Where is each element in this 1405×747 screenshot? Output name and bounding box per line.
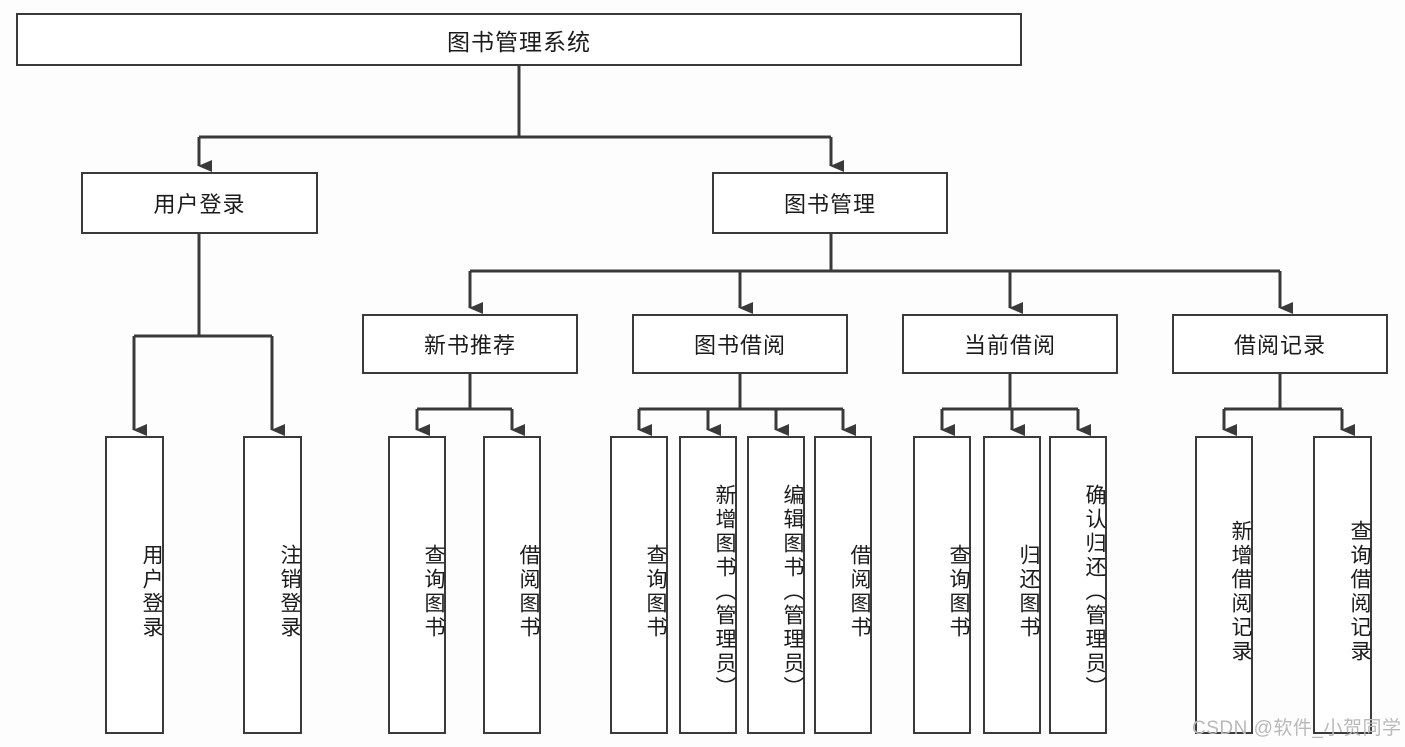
node-root-label: 图书管理系统 — [447, 28, 591, 55]
node-leaf-query-book-1-label: 查询图书 — [422, 544, 445, 640]
node-leaf-query-record[interactable]: 查询借阅记录 — [1313, 436, 1372, 734]
node-leaf-confirm-return[interactable]: 确认归还（管理员） — [1049, 436, 1107, 734]
node-root[interactable]: 图书管理系统 — [16, 13, 1022, 66]
node-leaf-return-book-label: 归还图书 — [1017, 544, 1040, 640]
node-book-borrow[interactable]: 图书借阅 — [632, 314, 848, 374]
node-book-manage[interactable]: 图书管理 — [712, 172, 948, 234]
node-current-borrow-label: 当前借阅 — [963, 333, 1056, 358]
node-leaf-query-book-3-label: 查询图书 — [947, 544, 970, 640]
node-leaf-return-book[interactable]: 归还图书 — [983, 436, 1041, 734]
node-leaf-add-record-label: 新增借阅记录 — [1229, 520, 1252, 664]
node-book-borrow-label: 图书借阅 — [693, 333, 786, 358]
node-current-borrow[interactable]: 当前借阅 — [902, 314, 1118, 374]
node-new-book-recommend-label: 新书推荐 — [423, 333, 516, 358]
node-new-book-recommend[interactable]: 新书推荐 — [362, 314, 578, 374]
node-borrow-record[interactable]: 借阅记录 — [1172, 314, 1388, 374]
node-leaf-query-book-2-label: 查询图书 — [644, 544, 667, 640]
node-leaf-logout-login[interactable]: 注销登录 — [243, 436, 302, 734]
node-leaf-edit-book-label: 编辑图书（管理员） — [781, 484, 804, 700]
node-leaf-user-login-label: 用户登录 — [140, 544, 163, 640]
node-leaf-borrow-book-1[interactable]: 借阅图书 — [483, 436, 541, 734]
node-leaf-borrow-book-2-label: 借阅图书 — [848, 544, 871, 640]
node-leaf-confirm-return-label: 确认归还（管理员） — [1083, 484, 1106, 700]
node-leaf-edit-book[interactable]: 编辑图书（管理员） — [747, 436, 805, 734]
node-leaf-add-record[interactable]: 新增借阅记录 — [1195, 436, 1253, 734]
node-leaf-logout-login-label: 注销登录 — [278, 544, 301, 640]
node-leaf-user-login[interactable]: 用户登录 — [105, 436, 164, 734]
node-leaf-query-record-label: 查询借阅记录 — [1348, 520, 1371, 664]
node-leaf-borrow-book-2[interactable]: 借阅图书 — [814, 436, 872, 734]
node-leaf-query-book-3[interactable]: 查询图书 — [913, 436, 971, 734]
node-borrow-record-label: 借阅记录 — [1233, 333, 1326, 358]
node-leaf-query-book-2[interactable]: 查询图书 — [610, 436, 668, 734]
node-book-manage-label: 图书管理 — [783, 192, 876, 217]
node-leaf-query-book-1[interactable]: 查询图书 — [388, 436, 446, 734]
node-leaf-borrow-book-1-label: 借阅图书 — [517, 544, 540, 640]
node-leaf-add-book-label: 新增图书（管理员） — [713, 484, 736, 700]
node-user-login[interactable]: 用户登录 — [81, 172, 318, 234]
node-user-login-label: 用户登录 — [153, 192, 246, 217]
node-leaf-add-book[interactable]: 新增图书（管理员） — [679, 436, 737, 734]
